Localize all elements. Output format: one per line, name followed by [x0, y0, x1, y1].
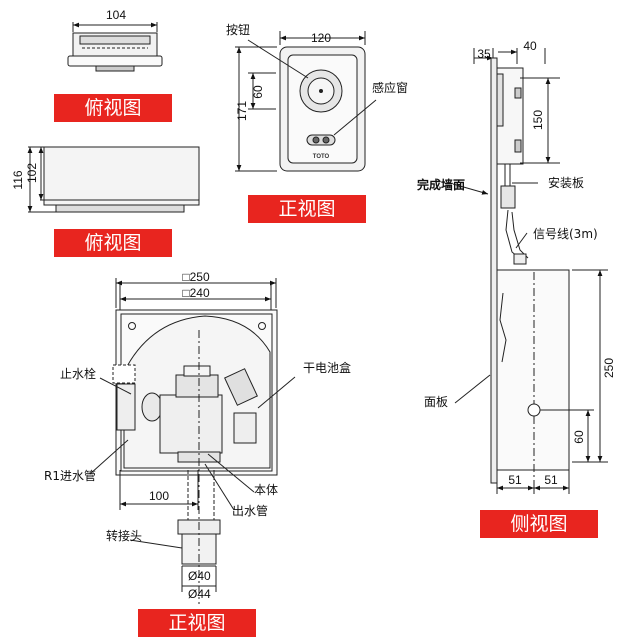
top-view-sensor	[67, 22, 163, 72]
dim-front-60: 60	[251, 85, 265, 99]
label-sensor-window: 感应窗	[372, 80, 408, 95]
label-signal-wire: 信号线(3m)	[533, 227, 598, 241]
dim-side-51a: 51	[508, 473, 522, 487]
dim-side-250: 250	[602, 358, 616, 378]
label-outlet: 出水管	[232, 503, 268, 518]
dim-100: 100	[149, 489, 169, 503]
dim-top-width: 104	[106, 8, 126, 22]
front-view-valve	[89, 278, 296, 604]
dim-pipe-40: Ø40	[188, 569, 211, 583]
dim-side-40: 40	[523, 39, 537, 53]
label-mount-plate: 安装板	[548, 175, 584, 190]
dim-pipe-44: Ø44	[188, 587, 211, 601]
label-r1-inlet: R1进水管	[44, 468, 96, 483]
top-view-panel	[27, 146, 200, 213]
label-button: 按钮	[226, 22, 250, 37]
dim-side-60: 60	[572, 430, 586, 444]
logo-text: TOTO	[313, 154, 330, 160]
label-body: 本体	[254, 483, 278, 497]
dim-box-240: □240	[182, 286, 210, 300]
dim-side-150: 150	[531, 110, 545, 130]
dim-box-250: □250	[182, 270, 210, 284]
label-panel: 面板	[424, 395, 448, 409]
caption-top-view-1: 俯视图	[54, 94, 172, 122]
label-adapter: 转接头	[106, 528, 142, 543]
label-battery-box: 干电池盒	[303, 360, 351, 375]
label-stop-valve: 止水栓	[60, 366, 96, 381]
caption-top-view-2: 俯视图	[54, 229, 172, 257]
dim-front-171: 171	[235, 101, 249, 121]
dim-side-35: 35	[477, 47, 491, 61]
front-view-sensor-plate	[235, 31, 377, 172]
label-finished-wall: 完成墙面	[417, 177, 465, 192]
caption-front-view-2: 正视图	[138, 609, 256, 637]
dim-front-width: 120	[311, 31, 331, 45]
caption-side-view: 侧视图	[480, 510, 598, 538]
caption-front-view-1: 正视图	[248, 195, 366, 223]
dim-side-51b: 51	[544, 473, 558, 487]
dim-top-102: 102	[25, 163, 39, 183]
side-view	[452, 48, 608, 494]
dim-top-116: 116	[11, 170, 25, 189]
